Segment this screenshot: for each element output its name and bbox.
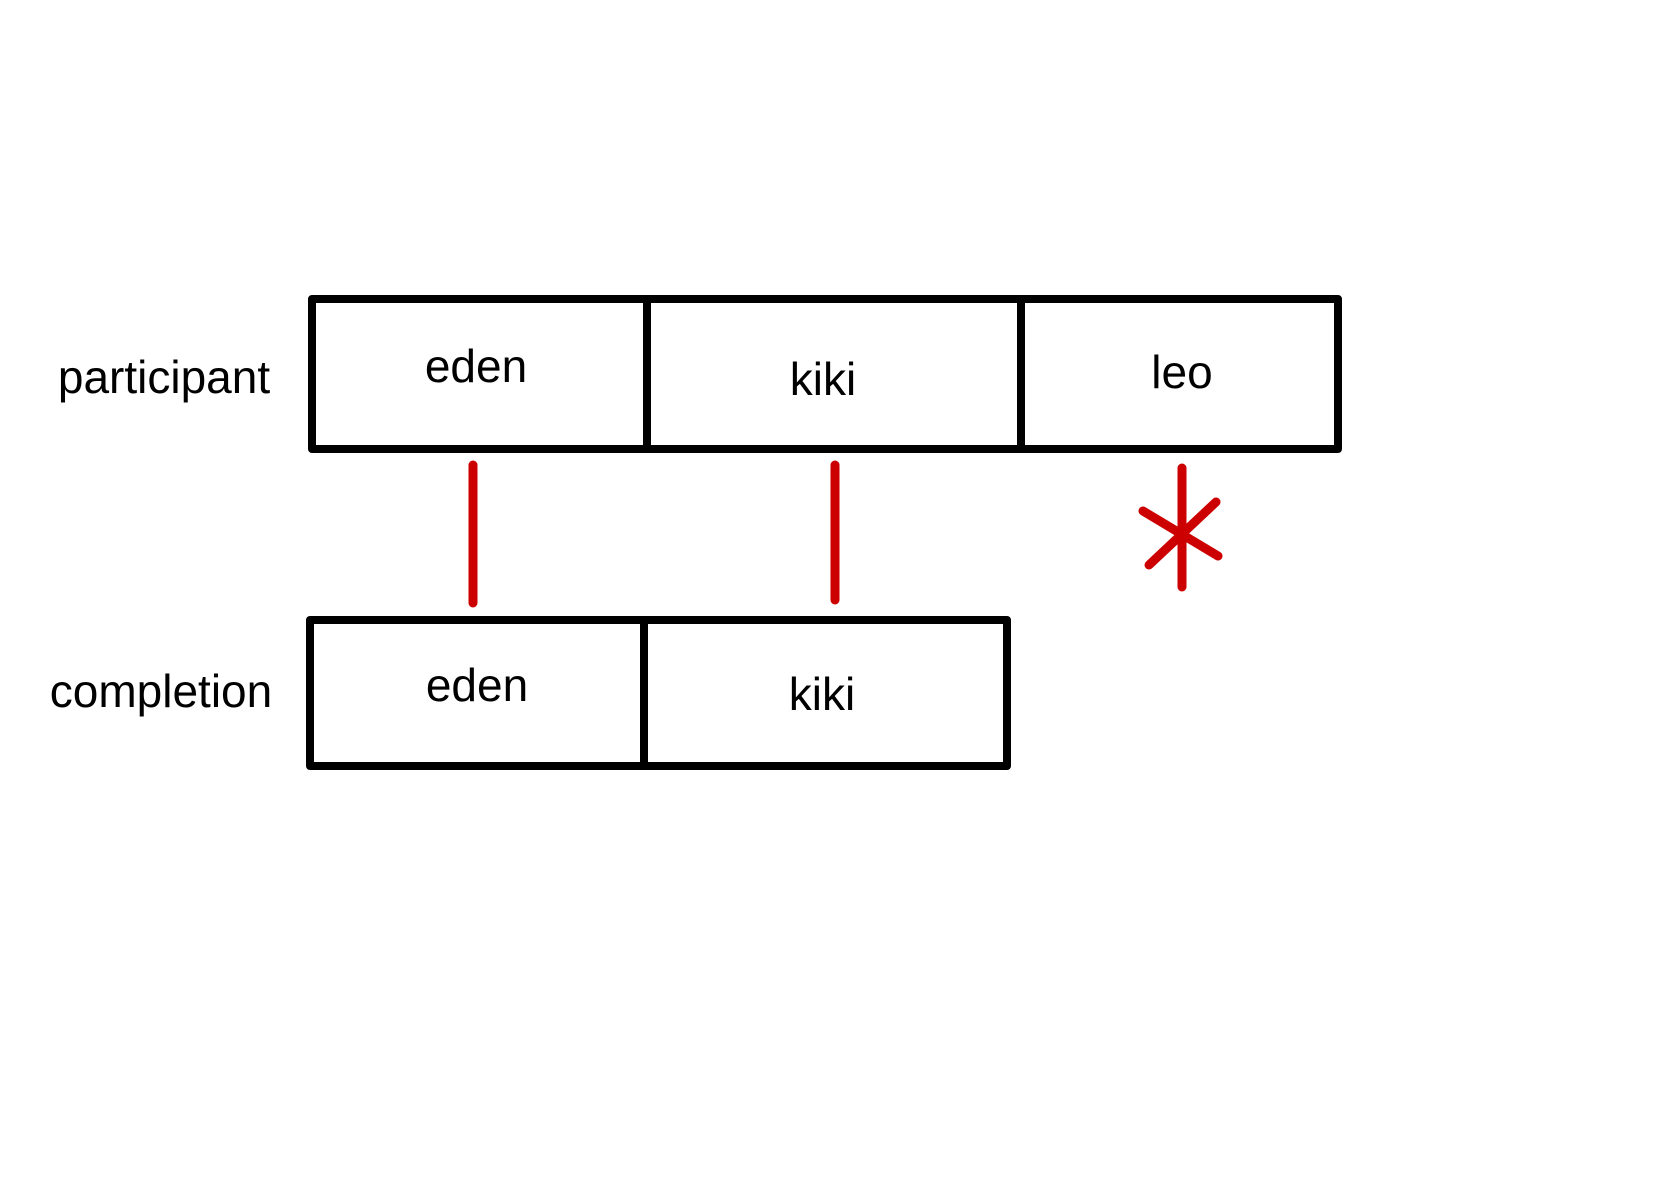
completion-box-outline	[306, 616, 1011, 770]
participant-cell-kiki: kiki	[790, 353, 856, 405]
completion-box: eden kiki	[306, 616, 1011, 770]
participant-cell-eden: eden	[425, 340, 527, 392]
completion-cell-eden: eden	[426, 659, 528, 711]
row-label-completion: completion	[50, 665, 272, 717]
completion-cell-kiki: kiki	[789, 668, 855, 720]
participant-box: eden kiki leo	[308, 295, 1342, 453]
participant-cell-leo: leo	[1151, 346, 1212, 398]
row-label-participant: participant	[58, 351, 270, 403]
asterisk-icon	[1138, 463, 1223, 592]
participant-box-outline	[308, 295, 1342, 453]
